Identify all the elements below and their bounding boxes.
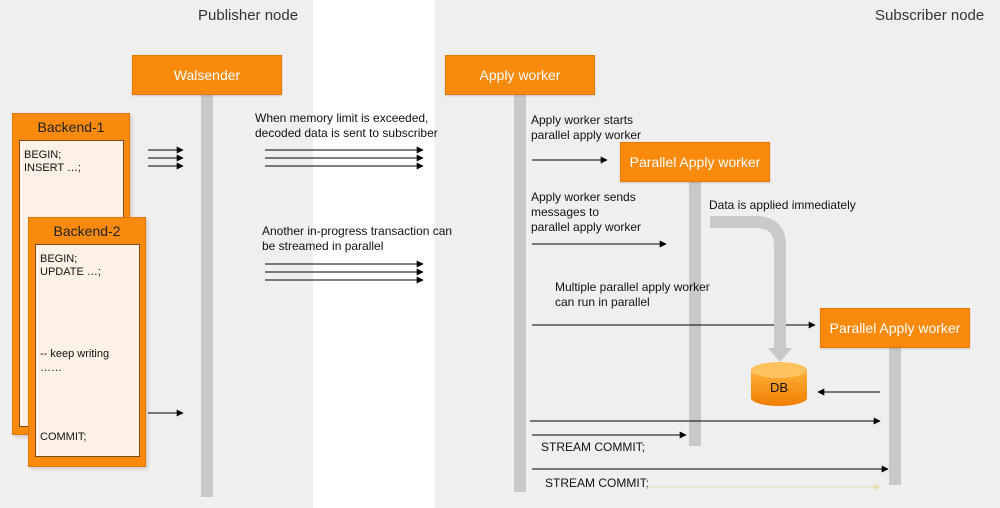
apply-worker-box: Apply worker — [445, 55, 595, 95]
multiple-workers-note-line-1: Multiple parallel apply worker — [555, 280, 710, 294]
backend-2-body: BEGIN; UPDATE …; -- keep writing …… COMM… — [35, 244, 140, 457]
memory-limit-note-line-2: decoded data is sent to subscriber — [255, 126, 438, 140]
sends-messages-note-line-1: Apply worker sends — [531, 190, 636, 204]
memory-limit-note-line-1: When memory limit is exceeded, — [255, 111, 429, 125]
data-applied-bent-arrow — [710, 216, 792, 362]
publisher-node-title: Publisher node — [198, 7, 299, 24]
stream-2-arrows — [265, 260, 424, 284]
backend-1-send-arrows — [148, 146, 184, 170]
backend-1-title: Backend-1 — [37, 119, 105, 135]
backend-2-line-update: UPDATE …; — [40, 266, 101, 278]
stream-commit-label-2: STREAM COMMIT; — [545, 476, 649, 490]
db-label: DB — [770, 380, 788, 395]
backend-2-line-commit: COMMIT; — [40, 431, 87, 443]
backend-2-box: Backend-2 BEGIN; UPDATE …; -- keep writi… — [28, 217, 146, 467]
stream-commit-label-1: STREAM COMMIT; — [541, 440, 645, 454]
sends-messages-note-line-2: messages to — [531, 205, 600, 219]
subscriber-node-title: Subscriber node — [875, 7, 985, 24]
parallel-worker-2-lifeline — [889, 347, 901, 485]
parallel-apply-worker-1-box: Parallel Apply worker — [620, 142, 770, 182]
parallel-apply-worker-2-box: Parallel Apply worker — [820, 308, 970, 348]
multiple-workers-note-line-2: can run in parallel — [555, 295, 650, 309]
backend-2-line-begin: BEGIN; — [40, 253, 78, 265]
db-cylinder-icon — [751, 362, 807, 406]
apply-worker-lifeline — [514, 95, 526, 492]
backend-2-line-keep-writing: -- keep writing — [40, 348, 110, 360]
walsender-lifeline — [201, 95, 213, 497]
backend-1-line-insert: INSERT …; — [24, 162, 82, 174]
applied-immediately-note: Data is applied immediately — [709, 198, 856, 212]
parallel-worker-1-lifeline — [689, 182, 701, 446]
backend-2-title: Backend-2 — [53, 223, 121, 239]
backend-2-line-ellipsis: …… — [40, 362, 62, 374]
parallel-stream-note-line-1: Another in-progress transaction can — [262, 224, 453, 238]
stream-1-arrows — [265, 146, 424, 170]
starts-worker-note-line-1: Apply worker starts — [531, 113, 634, 127]
backend-1-line-begin: BEGIN; — [24, 149, 62, 161]
sends-messages-note-line-3: parallel apply worker — [531, 220, 642, 234]
starts-worker-note-line-2: parallel apply worker — [531, 128, 642, 142]
walsender-box: Walsender — [132, 55, 282, 95]
parallel-stream-note-line-2: be streamed in parallel — [262, 239, 384, 253]
